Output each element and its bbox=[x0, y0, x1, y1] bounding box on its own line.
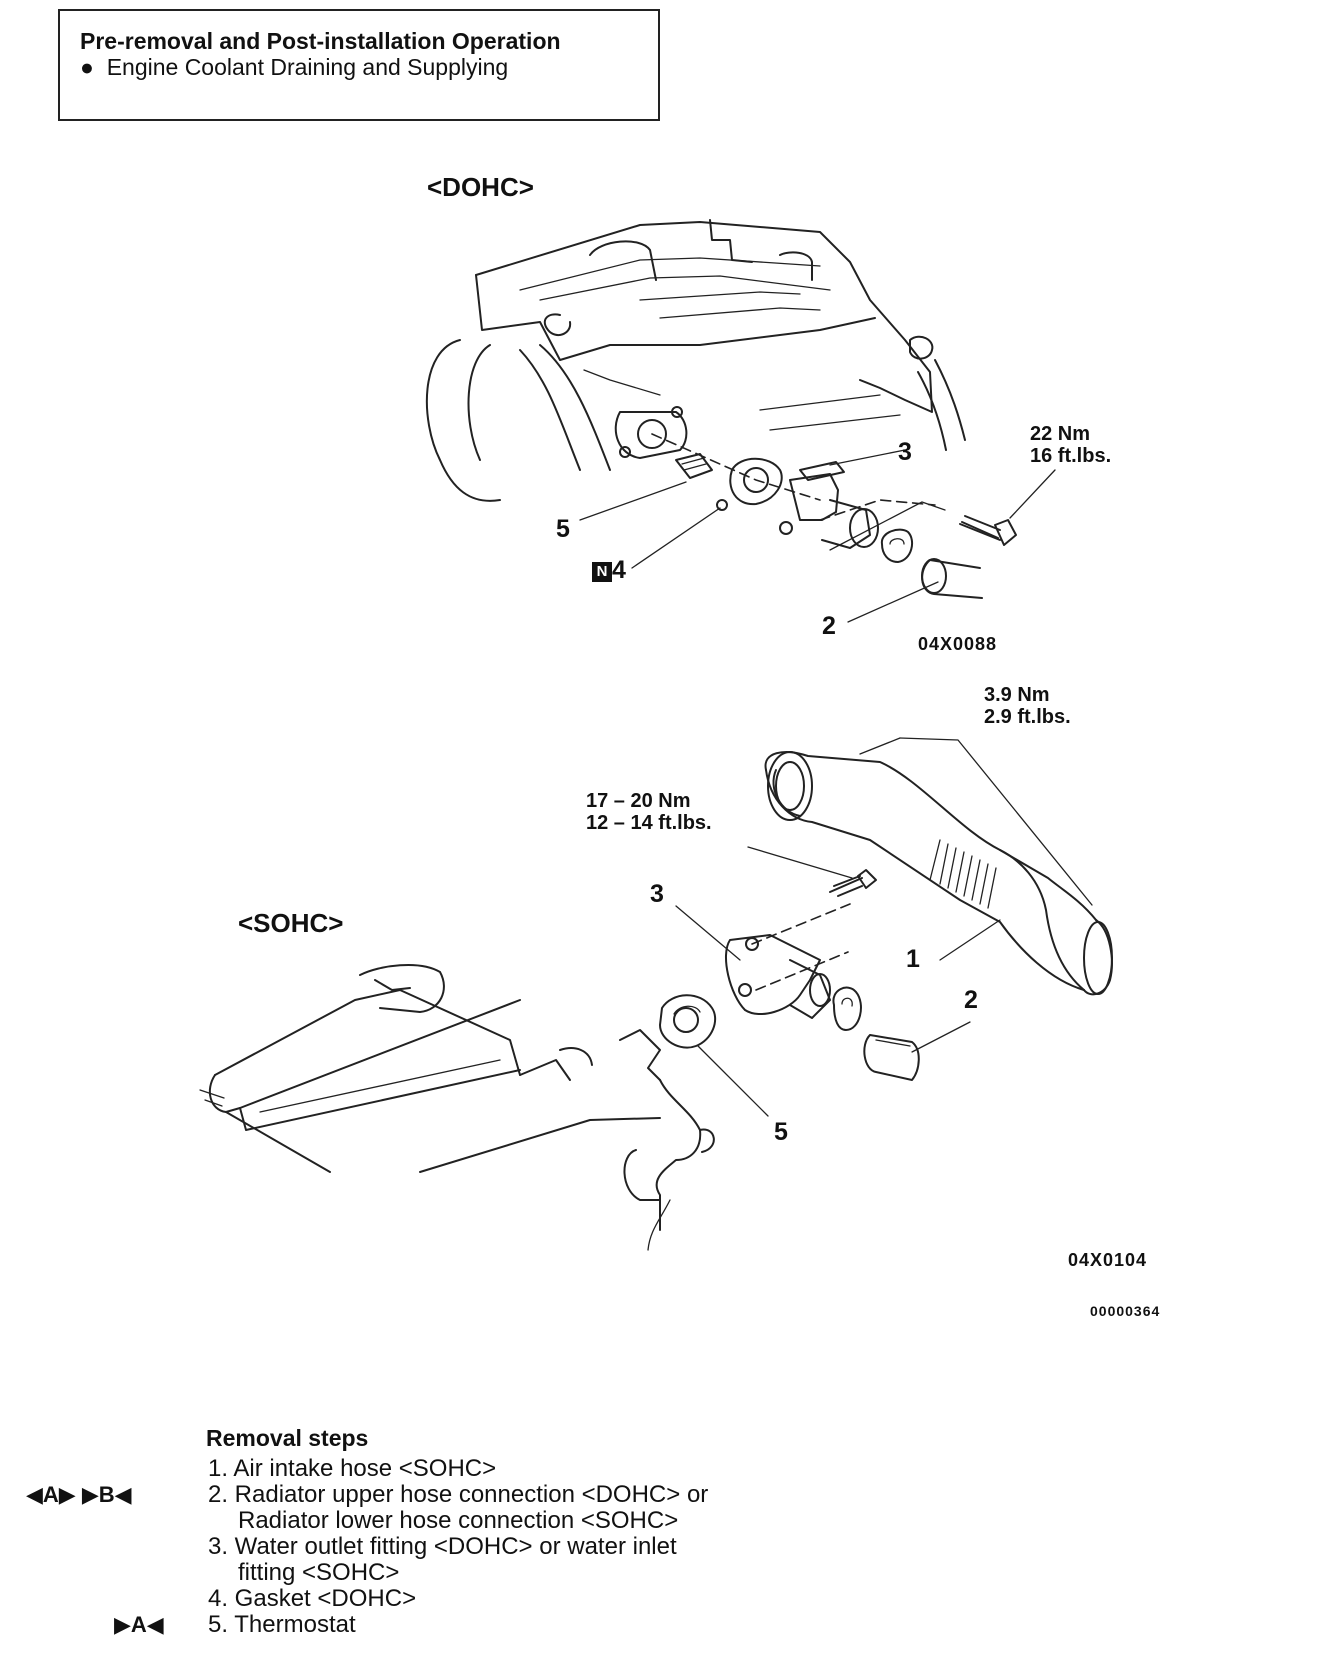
sohc-callout-5: 5 bbox=[774, 1118, 788, 1146]
dohc-callout-2: 2 bbox=[822, 612, 836, 640]
sohc-bolt-torque: 17 – 20 Nm 12 – 14 ft.lbs. bbox=[586, 790, 712, 834]
dohc-torque-nm: 22 Nm bbox=[1030, 423, 1091, 445]
removal-step-2-line-1: 2. Radiator upper hose connection <DOHC>… bbox=[208, 1481, 709, 1508]
sohc-figure-id: 04X0104 bbox=[1068, 1250, 1148, 1270]
step-5-marker: ▶A◀ bbox=[114, 1612, 164, 1637]
new-part-mark: N bbox=[592, 562, 612, 582]
sohc-bolt-torque-ftlbs: 12 – 14 ft.lbs. bbox=[586, 812, 712, 834]
pre-removal-note-box: Pre-removal and Post-installation Operat… bbox=[58, 9, 660, 121]
sohc-section-label: <SOHC> bbox=[238, 908, 344, 938]
dohc-figure-id: 04X0088 bbox=[918, 634, 998, 654]
removal-step-5: 5. Thermostat bbox=[208, 1611, 356, 1638]
pre-removal-bullet-text: Engine Coolant Draining and Supplying bbox=[106, 54, 509, 80]
page-reference-id: 00000364 bbox=[1090, 1303, 1161, 1319]
dohc-engine-drawing bbox=[425, 219, 1056, 623]
removal-step-3-line-1: 3. Water outlet fitting <DOHC> or water … bbox=[208, 1533, 677, 1560]
removal-step-3-line-2: fitting <SOHC> bbox=[238, 1559, 400, 1586]
removal-step-1: 1. Air intake hose <SOHC> bbox=[208, 1455, 497, 1482]
dohc-callout-4: 4 bbox=[612, 556, 626, 584]
removal-step-2-line-2: Radiator lower hose connection <SOHC> bbox=[238, 1507, 679, 1534]
pre-removal-title: Pre-removal and Post-installation Operat… bbox=[80, 28, 561, 54]
dohc-callout-5: 5 bbox=[556, 515, 570, 543]
dohc-callout-3: 3 bbox=[898, 438, 912, 466]
sohc-hose-torque-nm: 3.9 Nm bbox=[984, 684, 1050, 706]
sohc-callout-1: 1 bbox=[906, 945, 920, 973]
sohc-callout-3: 3 bbox=[650, 880, 664, 908]
sohc-hose-torque-ftlbs: 2.9 ft.lbs. bbox=[984, 706, 1071, 728]
sohc-hose-clamp-torque: 3.9 Nm 2.9 ft.lbs. bbox=[984, 684, 1071, 728]
step-2-markers: ◀A▶ ▶B◀ bbox=[26, 1482, 132, 1507]
dohc-torque-ftlbs: 16 ft.lbs. bbox=[1030, 445, 1112, 467]
removal-steps-title: Removal steps bbox=[206, 1425, 369, 1451]
sohc-callout-2: 2 bbox=[964, 986, 978, 1014]
removal-step-4: 4. Gasket <DOHC> bbox=[208, 1585, 417, 1612]
dohc-section-label: <DOHC> bbox=[427, 172, 534, 202]
pre-removal-bullet-item: ● Engine Coolant Draining and Supplying bbox=[80, 54, 509, 80]
dohc-bolt-torque: 22 Nm 16 ft.lbs. bbox=[1030, 423, 1111, 467]
sohc-bolt-torque-nm: 17 – 20 Nm bbox=[586, 790, 691, 812]
sohc-engine-drawing bbox=[199, 737, 1113, 1251]
